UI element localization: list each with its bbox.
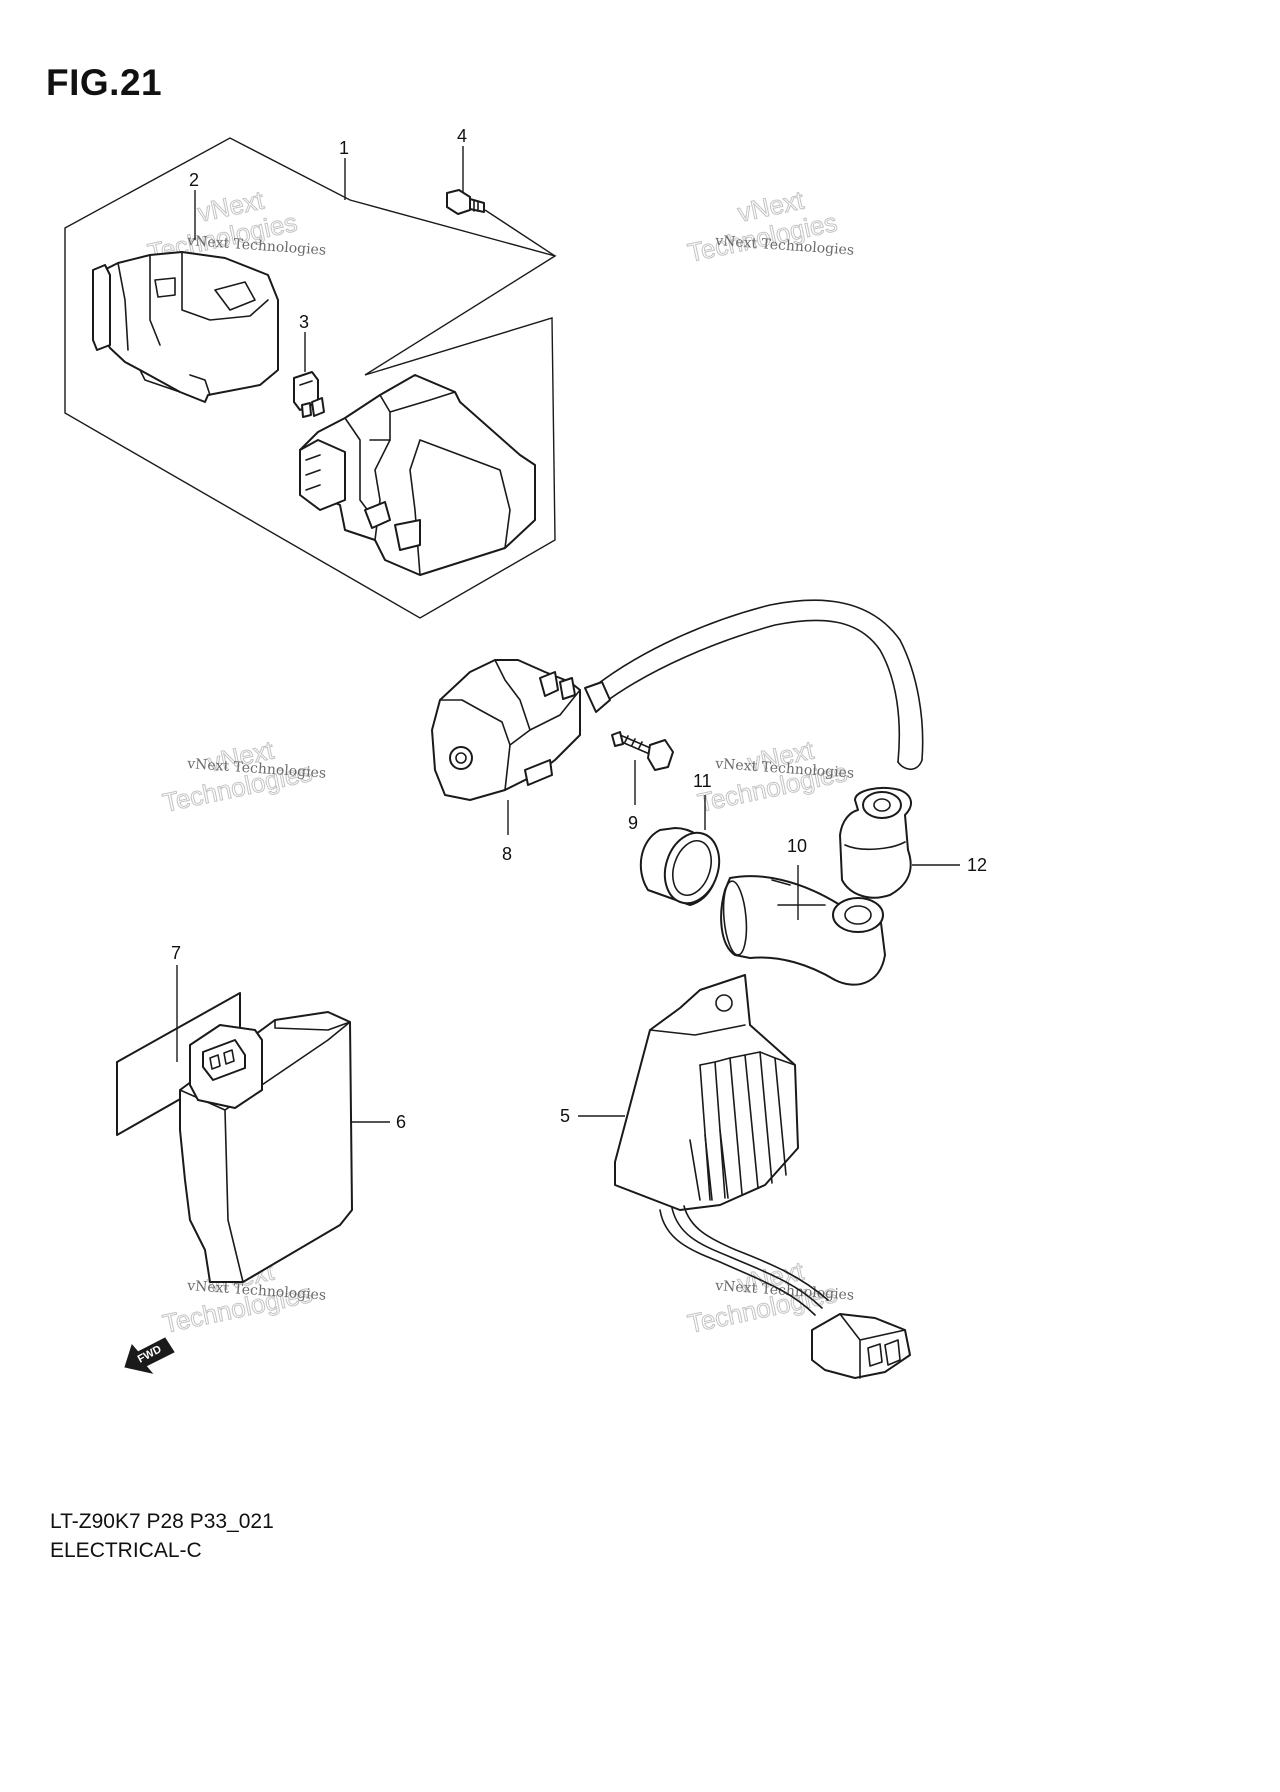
assembly-group-outline xyxy=(64,137,557,619)
part-1-starter-relay xyxy=(299,374,536,576)
part-5-harness xyxy=(659,1205,911,1379)
part-12-plug-cap xyxy=(839,787,912,899)
part-2-bracket xyxy=(92,251,279,403)
callout-7: 7 xyxy=(171,943,181,963)
part-4-bolt xyxy=(446,189,556,257)
callout-11: 11 xyxy=(693,771,712,791)
callout-3: 3 xyxy=(299,312,309,332)
part-5-regulator-rectifier xyxy=(614,974,799,1211)
watermark-top-right: Technologies vNext vNext Technologies xyxy=(685,184,855,268)
callout-4: 4 xyxy=(457,126,467,146)
callout-2: 2 xyxy=(189,170,199,190)
part-3-fuse xyxy=(293,371,325,418)
figure-title: FIG.21 xyxy=(46,62,163,103)
part-11-collar xyxy=(639,827,721,906)
watermark-mid-right: Technologies vNext vNext Technologies xyxy=(695,734,855,818)
watermark-mid-left: Technologies vNext vNext Technologies xyxy=(160,734,327,818)
callout-6: 6 xyxy=(396,1112,406,1132)
callout-leaders xyxy=(176,146,960,1123)
callout-12: 12 xyxy=(967,855,987,875)
callout-8: 8 xyxy=(502,844,512,864)
fwd-arrow-icon: FWD xyxy=(124,1337,175,1374)
part-6-cdi-unit xyxy=(179,1011,353,1283)
part-8-ignition-coil xyxy=(431,599,924,801)
callout-9: 9 xyxy=(628,813,638,833)
diagram-code: LT-Z90K7 P28 P33_021 xyxy=(50,1510,274,1533)
part-9-bolt xyxy=(611,731,674,771)
callout-1: 1 xyxy=(339,138,349,158)
callout-10: 10 xyxy=(787,836,807,856)
callout-5: 5 xyxy=(560,1106,570,1126)
part-10-boot xyxy=(720,875,886,986)
diagram-section-name: ELECTRICAL-C xyxy=(50,1539,202,1562)
